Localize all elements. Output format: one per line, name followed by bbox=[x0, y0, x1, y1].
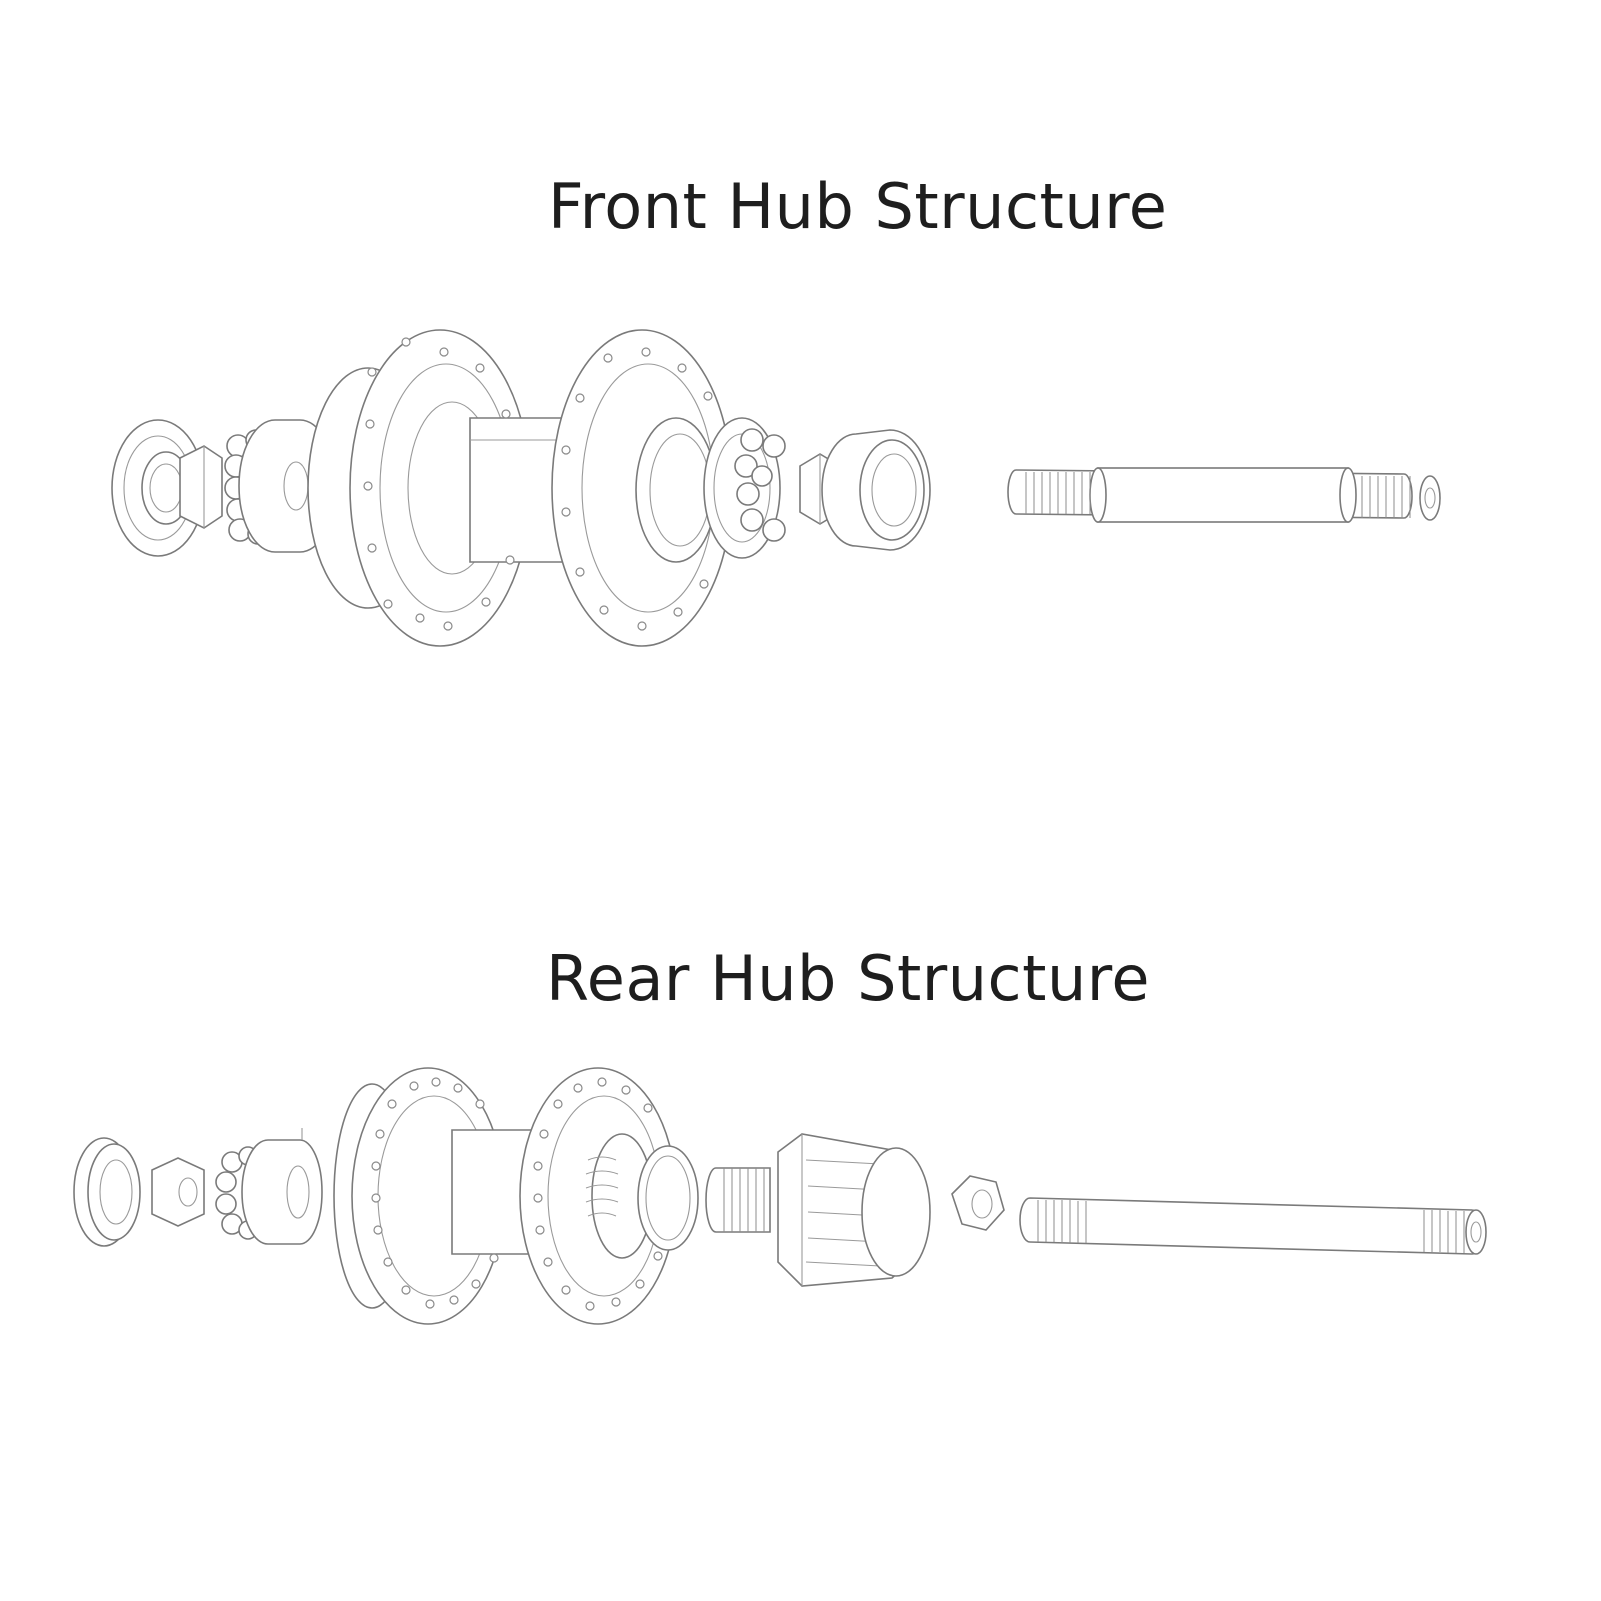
rear-axle bbox=[1019, 1197, 1487, 1255]
front-right-bearing-balls bbox=[734, 428, 786, 542]
front-axle bbox=[1007, 467, 1441, 523]
rear-left-hex-nut bbox=[151, 1157, 205, 1227]
rear-o-ring bbox=[637, 1145, 699, 1251]
rear-hub-spring bbox=[585, 1156, 619, 1217]
rear-hub-title: Rear Hub Structure bbox=[546, 942, 1151, 1015]
rear-left-flange-holes bbox=[371, 1077, 499, 1309]
rear-right-hex-nut bbox=[951, 1175, 1005, 1231]
rear-right-flange bbox=[519, 1067, 677, 1325]
rear-right-flange-holes bbox=[533, 1077, 663, 1311]
front-right-cone bbox=[821, 429, 931, 551]
front-right-flange bbox=[551, 329, 733, 647]
rear-left-cone bbox=[241, 1128, 323, 1245]
front-left-hex-nut bbox=[179, 445, 223, 529]
front-right-flange-holes bbox=[561, 347, 713, 631]
rear-hub-assembly bbox=[73, 1067, 1487, 1325]
front-left-flange-holes bbox=[363, 337, 515, 631]
front-hub-assembly bbox=[111, 329, 1441, 647]
rear-freehub-body bbox=[705, 1133, 931, 1287]
rear-left-bearing-balls bbox=[215, 1146, 258, 1240]
rear-left-locknut bbox=[73, 1137, 141, 1247]
front-hub-title: Front Hub Structure bbox=[548, 170, 1168, 243]
